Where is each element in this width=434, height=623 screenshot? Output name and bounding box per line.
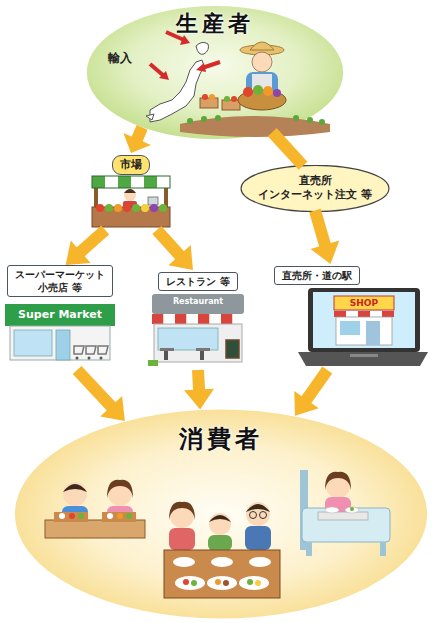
flow-arrow [157, 230, 193, 270]
node-text: 生産者 [85, 10, 345, 39]
arrow-head [184, 389, 214, 410]
arrow-shaft [80, 230, 105, 252]
label-box: 市場 [112, 155, 150, 175]
node-text: 小売店 等 [15, 281, 105, 294]
arrow-head [310, 241, 339, 264]
producer-scene [146, 32, 330, 137]
arrow-head [66, 241, 91, 265]
node-text: 消費者 [12, 424, 430, 455]
flow-arrow [123, 127, 150, 153]
arrow-head [123, 133, 150, 153]
restaurant-sign: Restaurant [152, 296, 244, 308]
supermarket [5, 304, 115, 360]
restaurant [148, 294, 244, 366]
store-sign: Super Market [5, 304, 115, 326]
arrow-head [168, 245, 193, 270]
import-label: 輸入 [100, 50, 140, 66]
arrow-shaft [306, 370, 327, 400]
laptop-shop [298, 288, 428, 366]
label-box: 直売所・道の駅 [274, 266, 360, 285]
flow-arrow [66, 230, 106, 265]
producer-ellipse: 生産者 [85, 5, 345, 140]
node-text: インターネット注文 等 [240, 188, 390, 202]
node-text: 直売所・道の駅 [282, 269, 352, 282]
arrow-shaft [157, 230, 180, 256]
node-text: レストラン 等 [166, 275, 229, 288]
consumer-patient [300, 470, 390, 556]
flow-arrow [294, 370, 327, 416]
arrow-shaft [272, 132, 303, 166]
arrow-shaft [137, 127, 142, 139]
label-box: レストラン 等 [158, 272, 237, 291]
flow-arrow [184, 370, 214, 410]
farm-stand-node: 直売所・道の駅 [272, 264, 430, 370]
arrow-shaft [198, 370, 199, 391]
flow-arrow [272, 132, 303, 166]
direct-sales-ellipse: 直売所インターネット注文 等 [240, 165, 390, 212]
node-text: スーパーマーケット [15, 268, 105, 281]
restaurant-node: レストラン 等 [148, 270, 248, 370]
arrow-head [294, 391, 319, 416]
title-wrap: 消費者 [12, 408, 430, 455]
consumer-family [164, 502, 280, 598]
label-box: スーパーマーケット小売店 等 [7, 265, 113, 297]
node-text: 直売所 [240, 174, 390, 188]
flow-arrow [310, 211, 339, 265]
arrow-shaft [315, 211, 325, 246]
node-text: 市場 [120, 158, 142, 172]
market-node: 市場 [88, 153, 174, 230]
arrow-head [100, 396, 125, 421]
arrow-shaft [77, 370, 112, 407]
flow-arrow [77, 370, 125, 421]
consumer-children [45, 480, 145, 538]
market-stall [92, 176, 170, 227]
shop-sign: SHOP [334, 296, 394, 310]
consumer-ellipse: 消費者 [12, 408, 430, 620]
title-wrap: 生産者 [85, 5, 345, 39]
